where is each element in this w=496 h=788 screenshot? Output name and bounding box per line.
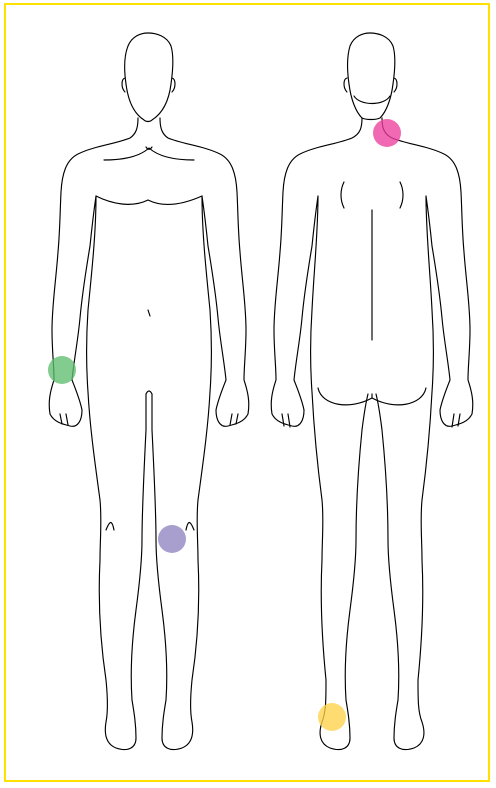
back-head <box>348 33 395 120</box>
front-head <box>125 33 173 122</box>
marker-back-heel[interactable] <box>318 703 346 731</box>
back-view-figure <box>271 33 473 750</box>
marker-back-neck[interactable] <box>373 119 401 147</box>
front-view-figure <box>49 33 249 750</box>
marker-front-right-wrist[interactable] <box>48 356 76 384</box>
marker-front-left-knee[interactable] <box>158 525 186 553</box>
front-body-right-outline <box>152 118 249 750</box>
front-body-left-outline <box>49 118 146 750</box>
back-body-right-outline <box>376 118 473 750</box>
back-body-left-outline <box>271 118 368 750</box>
